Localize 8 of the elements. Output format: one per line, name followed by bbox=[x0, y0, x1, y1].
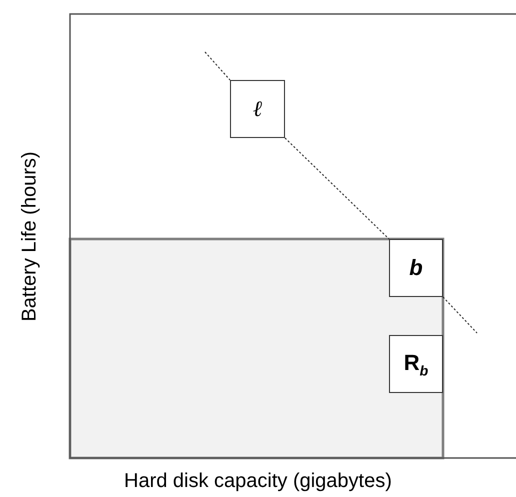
x-axis-label: Hard disk capacity (gigabytes) bbox=[124, 470, 392, 492]
variable-box: ℓ bbox=[230, 80, 285, 138]
dotted-line bbox=[204, 52, 230, 80]
dotted-line bbox=[284, 138, 390, 240]
variable-box: R$_{b}$ bbox=[389, 335, 443, 393]
dotted-line bbox=[442, 296, 478, 334]
variable-box: b bbox=[389, 239, 443, 297]
y-axis-label: Battery Life (hours) bbox=[18, 150, 42, 322]
